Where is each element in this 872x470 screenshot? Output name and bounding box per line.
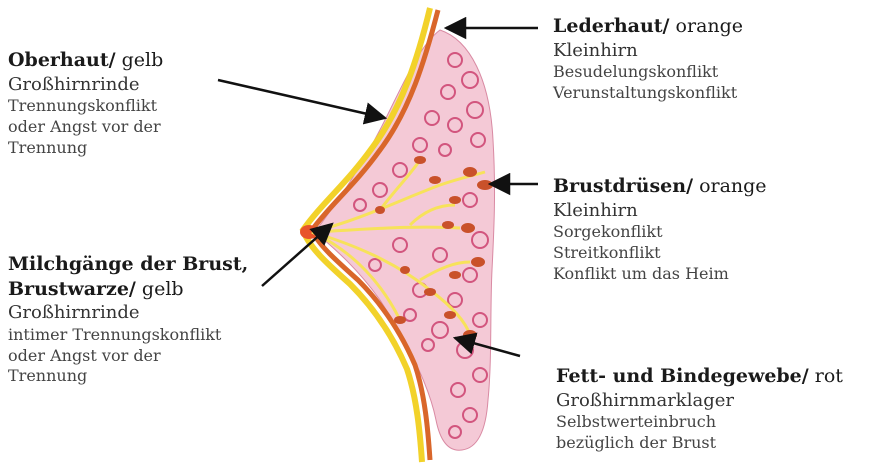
- milchgaenge-conflict-1: intimer Trennungskonflikt: [8, 325, 248, 346]
- milchgaenge-conflict-2: oder Angst vor der: [8, 346, 248, 367]
- lederhaut-title: Lederhaut/: [553, 15, 670, 37]
- lederhaut-color: orange: [676, 15, 744, 37]
- label-oberhaut: Oberhaut/ gelb Großhirnrinde Trennungsko…: [8, 48, 163, 158]
- fett-conflict-2: bezüglich der Brust: [556, 433, 843, 454]
- lederhaut-brain: Kleinhirn: [553, 39, 743, 62]
- oberhaut-brain: Großhirnrinde: [8, 73, 163, 96]
- fett-color: rot: [815, 365, 843, 387]
- oberhaut-conflict-1: Trennungskonflikt: [8, 96, 163, 117]
- oberhaut-color: gelb: [122, 49, 164, 71]
- milchgaenge-title-1: Milchgänge der Brust,: [8, 253, 248, 275]
- milchgaenge-conflict-3: Trennung: [8, 366, 248, 387]
- fett-title: Fett- und Bindegewebe/: [556, 365, 809, 387]
- lederhaut-conflict-1: Besudelungskonflikt: [553, 62, 743, 83]
- lederhaut-conflict-2: Verunstaltungskonflikt: [553, 83, 743, 104]
- oberhaut-conflict-3: Trennung: [8, 138, 163, 159]
- oberhaut-title: Oberhaut/: [8, 49, 116, 71]
- fett-conflict-1: Selbstwerteinbruch: [556, 412, 843, 433]
- brustdruesen-conflict-1: Sorgekonflikt: [553, 222, 767, 243]
- oberhaut-conflict-2: oder Angst vor der: [8, 117, 163, 138]
- label-fett: Fett- und Bindegewebe/ rot Großhirnmarkl…: [556, 364, 843, 454]
- brustdruesen-brain: Kleinhirn: [553, 199, 767, 222]
- fett-brain: Großhirnmarklager: [556, 389, 843, 412]
- brustdruesen-title: Brustdrüsen/: [553, 175, 693, 197]
- label-lederhaut: Lederhaut/ orange Kleinhirn Besudelungsk…: [553, 14, 743, 104]
- milchgaenge-brain: Großhirnrinde: [8, 301, 248, 324]
- brustdruesen-color: orange: [699, 175, 767, 197]
- brustdruesen-conflict-2: Streitkonflikt: [553, 243, 767, 264]
- arrow-oberhaut: [218, 80, 385, 118]
- brustdruesen-conflict-3: Konflikt um das Heim: [553, 264, 767, 285]
- label-brustdruesen: Brustdrüsen/ orange Kleinhirn Sorgekonfl…: [553, 174, 767, 284]
- milchgaenge-color: gelb: [142, 278, 184, 300]
- label-milchgaenge: Milchgänge der Brust, Brustwarze/ gelb G…: [8, 252, 248, 387]
- milchgaenge-title-2: Brustwarze/: [8, 278, 136, 300]
